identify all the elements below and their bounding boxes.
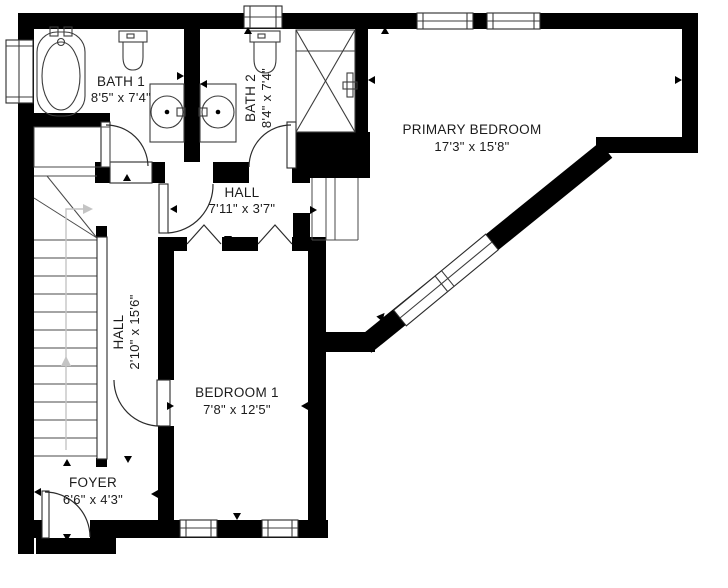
stair-arrow-up (61, 356, 71, 366)
primary-closet-shelving (311, 178, 359, 241)
opening-markers (34, 27, 682, 541)
wall-primary-south (596, 137, 698, 153)
wall-right (682, 13, 698, 153)
wall-bedroom-west-lower (158, 426, 174, 521)
stair-handrail (96, 236, 108, 460)
wall-shower-east (355, 29, 368, 133)
label-bedroom1: BEDROOM 1 7'8" x 12'5" (195, 385, 279, 417)
primary-bedroom-name: PRIMARY BEDROOM (402, 122, 541, 137)
cased-opening-hall (109, 161, 153, 184)
wall-bath-divider (184, 29, 200, 162)
bifold-closet-doors (186, 224, 293, 245)
room-labels: BATH 1 8'5" x 7'4" BATH 2 8'4" x 7'4" HA… (63, 68, 541, 507)
bedroom1-door (113, 379, 171, 427)
window-bath1-west (5, 39, 34, 104)
bathtub (36, 26, 86, 117)
wall-shower-block (295, 132, 370, 178)
bath1-dims: 8'5" x 7'4" (91, 90, 151, 105)
vanity-sink-bath2 (198, 83, 237, 143)
wall-closet-south (308, 332, 375, 352)
foyer-name: FOYER (69, 475, 117, 490)
staircase (33, 175, 108, 460)
label-bath1: BATH 1 8'5" x 7'4" (91, 74, 151, 105)
vanity-sink-bath1 (149, 83, 186, 143)
toilet-bath2 (249, 30, 281, 74)
window-primary-north-2 (486, 12, 541, 30)
toilet-bath1 (118, 30, 148, 71)
walk-in-shower (295, 29, 358, 133)
stair-rail-cap-top (96, 226, 107, 238)
wall-bedroom-east (308, 243, 326, 537)
window-bedroom1-south-2 (261, 519, 299, 538)
window-primary-north-1 (416, 12, 474, 30)
windows (5, 5, 541, 538)
wall-bath1-south (30, 113, 110, 127)
window-bedroom1-south-1 (179, 519, 218, 538)
label-hall-left: HALL 2'10" x 15'6" (111, 294, 142, 369)
bath1-hall-door (158, 183, 214, 234)
bedroom1-dims: 7'8" x 12'5" (203, 402, 271, 417)
stair-direction-line (65, 208, 83, 450)
bedroom1-name: BEDROOM 1 (195, 385, 279, 400)
hall-upper-name: HALL (225, 185, 260, 200)
opening-entry-door (45, 520, 90, 538)
wall-left (18, 13, 34, 554)
window-bath2-north (243, 5, 283, 29)
foyer-dims: 6'6" x 4'3" (63, 492, 123, 507)
wall-openings (45, 161, 292, 538)
entry-door (41, 490, 91, 539)
wall-bedroom-north-2 (222, 237, 258, 251)
bath1-name: BATH 1 (97, 74, 145, 89)
bath2-name: BATH 2 (243, 74, 258, 122)
wall-bedroom-west-upper (158, 237, 174, 380)
label-bath2: BATH 2 8'4" x 7'4" (243, 68, 274, 128)
wall-top (18, 13, 698, 29)
doors (41, 121, 297, 539)
entry-stoop (36, 538, 116, 554)
hall-upper-dims: 7'11" x 3'7" (209, 201, 276, 216)
primary-bedroom-dims: 17'3" x 15'8" (434, 139, 509, 154)
opening-bath2-door (249, 162, 292, 183)
label-primary-bedroom: PRIMARY BEDROOM 17'3" x 15'8" (402, 122, 541, 154)
wall-bottom (18, 520, 328, 538)
stair-rail-cap-bottom (96, 458, 107, 467)
bath2-door (248, 121, 297, 169)
hall-closet-door (100, 121, 149, 168)
label-foyer: FOYER 6'6" x 4'3" (63, 475, 123, 507)
hall-left-name: HALL (111, 314, 126, 349)
label-hall-upper: HALL 7'11" x 3'7" (209, 185, 276, 216)
window-primary-diagonal (392, 233, 500, 327)
stair-arrow-head (83, 204, 93, 214)
opening-bath1-door (165, 162, 213, 183)
hall-closet-outline (33, 126, 111, 168)
bath2-dims: 8'4" x 7'4" (259, 68, 274, 128)
hall-left-dims: 2'10" x 15'6" (127, 294, 142, 369)
fixtures (33, 26, 359, 241)
shower-valve-icon (342, 72, 358, 98)
